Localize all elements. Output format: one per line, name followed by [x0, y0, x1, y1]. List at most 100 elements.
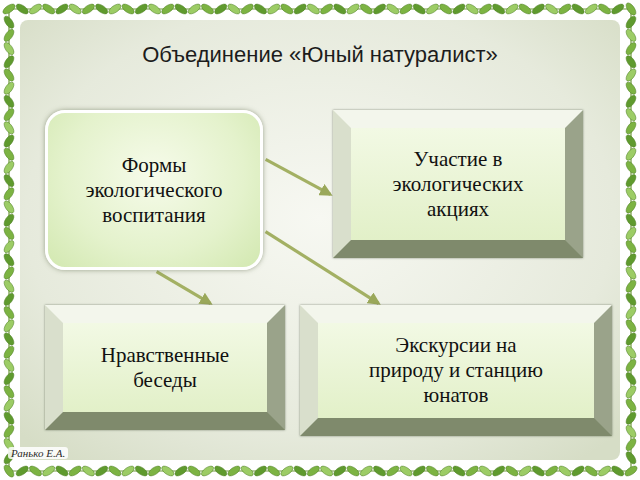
leaf: [15, 2, 30, 16]
leaf: [372, 464, 387, 478]
leaf: [67, 2, 82, 16]
leaf: [624, 15, 638, 30]
leaf: [2, 226, 16, 241]
leaf: [584, 464, 599, 478]
leaf: [624, 199, 638, 214]
leaf: [2, 411, 16, 426]
leaf: [465, 464, 480, 478]
leaf: [504, 464, 519, 478]
leaf: [2, 305, 16, 320]
leaf: [624, 186, 638, 201]
leaf: [372, 2, 387, 16]
node-label: Участие в экологических акциях: [369, 147, 547, 222]
leaf: [15, 464, 30, 478]
leaf: [624, 160, 638, 175]
leaf: [624, 305, 638, 320]
leaf: [1, 2, 16, 16]
leaf: [624, 1, 638, 16]
leaf: [2, 199, 16, 214]
author-signature: Ранько Е.А.: [8, 447, 68, 459]
leaf: [2, 213, 16, 228]
leaf: [2, 173, 16, 188]
leaf: [610, 2, 625, 16]
leaf: [544, 2, 559, 16]
leaf: [332, 2, 347, 16]
leaf: [624, 358, 638, 373]
leaf: [120, 464, 135, 478]
inner-panel: [20, 20, 620, 460]
leaf: [147, 464, 162, 478]
leaf: [2, 67, 16, 82]
leaf: [54, 464, 69, 478]
leaf: [557, 464, 572, 478]
leaf: [624, 345, 638, 360]
leaf: [2, 252, 16, 267]
leaf: [624, 173, 638, 188]
leaf: [624, 252, 638, 267]
leaf: [624, 213, 638, 228]
leaf: [517, 2, 532, 16]
leaf: [41, 464, 56, 478]
leaf: [2, 331, 16, 346]
leaf: [624, 107, 638, 122]
leaf: [292, 2, 307, 16]
arrow-connector: [266, 159, 331, 194]
category-box: Формы экологического воспитания: [45, 110, 263, 270]
leaf: [279, 2, 294, 16]
leaf: [2, 133, 16, 148]
form-box: Нравственные беседы: [45, 305, 285, 430]
leaf: [306, 2, 321, 16]
leaf: [465, 2, 480, 16]
leaf: [624, 318, 638, 333]
leaf: [94, 2, 109, 16]
leaf: [160, 2, 175, 16]
leaf: [240, 464, 255, 478]
leaf: [2, 120, 16, 135]
leaf: [398, 2, 413, 16]
leaf: [624, 147, 638, 162]
leaf: [359, 464, 374, 478]
leaf: [107, 464, 122, 478]
leaf: [531, 464, 546, 478]
leaf: [107, 2, 122, 16]
leaf: [2, 186, 16, 201]
leaf: [28, 464, 43, 478]
leaf: [213, 464, 228, 478]
leaf: [438, 2, 453, 16]
form-box: Участие в экологических акциях: [333, 110, 583, 258]
leaf: [2, 397, 16, 412]
leaf: [2, 239, 16, 254]
leaf: [81, 2, 96, 16]
leaf: [28, 2, 43, 16]
leaf: [451, 464, 466, 478]
form-box: Экскурсии на природу и станцию юнатов: [300, 305, 612, 436]
leaf: [54, 2, 69, 16]
leaf: [187, 464, 202, 478]
leaf: [478, 2, 493, 16]
leaf: [266, 464, 281, 478]
leaf: [624, 265, 638, 280]
leaf: [478, 464, 493, 478]
leaf: [226, 2, 241, 16]
leaf: [570, 464, 585, 478]
leaf: [624, 133, 638, 148]
leaf: [623, 464, 638, 478]
leaf: [2, 463, 16, 478]
leaf: [279, 464, 294, 478]
leaf: [624, 28, 638, 43]
leaf: [332, 464, 347, 478]
leaf: [624, 226, 638, 241]
leaf: [398, 464, 413, 478]
leaf: [624, 331, 638, 346]
leaf: [213, 2, 228, 16]
leaf: [2, 94, 16, 109]
leaf: [253, 2, 268, 16]
leaf: [200, 464, 215, 478]
leaf: [624, 120, 638, 135]
leaf: [584, 2, 599, 16]
leaf: [2, 41, 16, 56]
leaf: [226, 464, 241, 478]
